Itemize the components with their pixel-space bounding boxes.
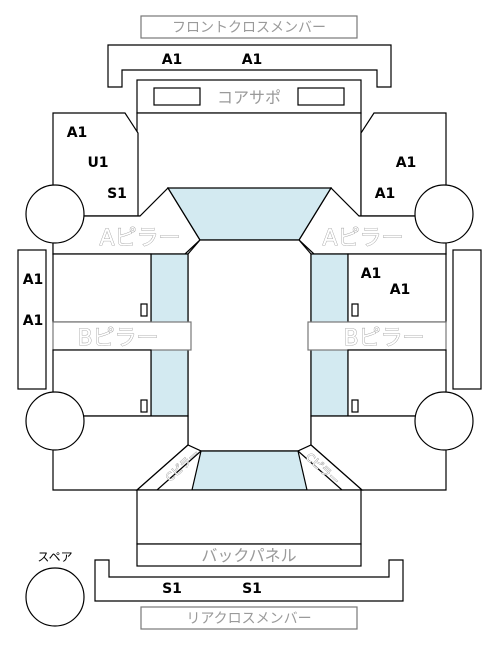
code-front-right-fender-top: A1 — [396, 155, 417, 171]
front-cross-member-label: フロントクロスメンバー — [172, 20, 326, 36]
rear-left-door-handle — [140, 399, 148, 413]
code-left-sill-top: A1 — [23, 272, 44, 288]
code-front-member-left: A1 — [162, 52, 183, 68]
b-pillar-left-label: Bピラー — [77, 326, 158, 351]
code-front-right-fender-bottom: A1 — [375, 186, 396, 202]
spare-label: スペア — [37, 550, 72, 564]
front-right-door[interactable] — [347, 253, 447, 323]
rear-cross-member-label: リアクロスメンバー — [186, 611, 311, 627]
front-right-door-handle — [351, 303, 359, 317]
wheel-front-left[interactable] — [25, 184, 85, 244]
headlight-right — [297, 87, 345, 106]
wheel-rear-right[interactable] — [414, 391, 474, 451]
front-member-bracket[interactable] — [107, 44, 392, 88]
wheel-front-right[interactable] — [414, 184, 474, 244]
front-cross-member-box[interactable] — [140, 15, 358, 39]
rear-glass[interactable] — [191, 450, 308, 491]
code-front-member-right: A1 — [242, 52, 263, 68]
headlight-left — [153, 87, 201, 106]
back-panel-label: バックパネル — [201, 546, 296, 565]
trunk-lid[interactable] — [136, 489, 362, 545]
rear-cross-member-box[interactable] — [140, 606, 358, 630]
front-left-door[interactable] — [52, 253, 152, 323]
left-sill[interactable] — [17, 249, 47, 390]
code-front-left-fender-s: S1 — [107, 186, 127, 202]
code-rear-member-right: S1 — [242, 581, 262, 597]
code-rear-member-left: S1 — [162, 581, 182, 597]
a-pillar-right-label: Aピラー — [322, 226, 403, 251]
b-pillar-right[interactable] — [307, 321, 447, 351]
code-front-left-fender-a: A1 — [67, 125, 88, 141]
a-pillar-left-label: Aピラー — [99, 226, 180, 251]
right-sill[interactable] — [452, 249, 482, 390]
b-pillar-right-label: Bピラー — [343, 326, 424, 351]
spare-tire[interactable] — [25, 567, 85, 627]
code-left-sill-bottom: A1 — [23, 313, 44, 329]
wheel-rear-left[interactable] — [25, 391, 85, 451]
roof-panel[interactable] — [187, 239, 312, 452]
rear-right-door-handle — [351, 399, 359, 413]
core-support-label: コアサポ — [217, 88, 281, 107]
rear-member-bracket[interactable] — [94, 559, 404, 602]
code-front-left-fender-u: U1 — [87, 155, 108, 171]
front-right-fender[interactable] — [360, 112, 447, 217]
back-panel[interactable] — [136, 543, 362, 567]
code-right-front-door-b: A1 — [390, 282, 411, 298]
code-right-front-door-a: A1 — [361, 266, 382, 282]
front-left-door-handle — [140, 303, 148, 317]
